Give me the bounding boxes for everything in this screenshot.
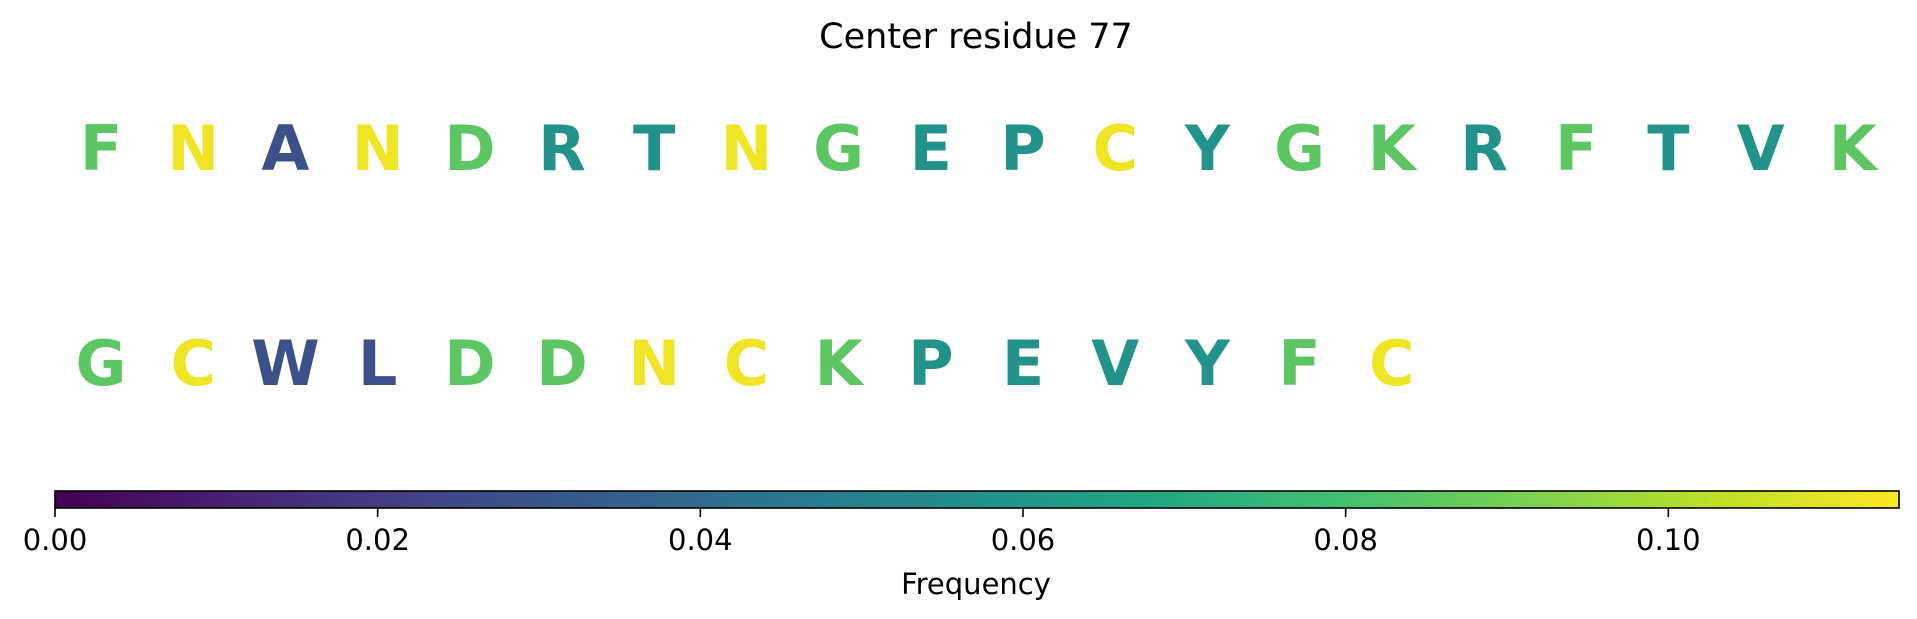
colorbar-ticks: 0.00 0.02 0.04 0.06 0.08 0.10 — [23, 508, 1701, 557]
residue-letter: P — [908, 327, 953, 400]
colorbar-tick-label: 0.10 — [1636, 523, 1701, 557]
residue-letter: C — [1369, 327, 1415, 400]
residue-letter: N — [720, 112, 772, 185]
residue-letter: E — [1002, 327, 1044, 400]
colorbar-tick-label: 0.00 — [23, 523, 88, 557]
residue-letter: N — [167, 112, 219, 185]
residue-letter: A — [261, 112, 309, 185]
residue-letter: R — [538, 112, 586, 185]
chart-title: Center residue 77 — [819, 17, 1133, 57]
residue-letter: N — [352, 112, 404, 185]
residue-letter: K — [1829, 112, 1879, 185]
residue-letter: P — [1000, 112, 1045, 185]
colorbar-tick-label: 0.06 — [991, 523, 1056, 557]
colorbar-tick-label: 0.08 — [1313, 523, 1378, 557]
residue-letter: W — [251, 327, 319, 400]
residue-letter: V — [1091, 327, 1139, 400]
residue-letter: Y — [1184, 112, 1231, 185]
residue-letter: G — [76, 327, 127, 400]
colorbar-border — [54, 490, 1900, 509]
residue-letter: T — [633, 112, 675, 185]
residue-letter: N — [628, 327, 680, 400]
colorbar-tick-label: 0.02 — [345, 523, 410, 557]
residue-letter: C — [724, 327, 770, 400]
residue-letter: D — [536, 327, 587, 400]
residue-letter: E — [910, 112, 952, 185]
residue-letter: T — [1647, 112, 1689, 185]
colorbar: 0.00 0.02 0.04 0.06 0.08 0.10 Frequency — [23, 490, 1900, 601]
residue-letter: F — [1555, 112, 1597, 185]
residue-letter: F — [80, 112, 122, 185]
colorbar-gradient — [55, 491, 1899, 508]
residue-letter: G — [1274, 112, 1325, 185]
residue-letter: C — [1092, 112, 1138, 185]
residue-letter: G — [813, 112, 864, 185]
colorbar-label: Frequency — [901, 567, 1051, 601]
residue-letter: Y — [1184, 327, 1231, 400]
residue-letter: K — [815, 327, 865, 400]
residue-letter: L — [358, 327, 398, 400]
residue-letter: K — [1368, 112, 1418, 185]
colorbar-tick-label: 0.04 — [668, 523, 733, 557]
residue-letter: D — [444, 327, 495, 400]
residue-letter: V — [1737, 112, 1785, 185]
residue-letter: R — [1460, 112, 1508, 185]
residue-letter: F — [1278, 327, 1320, 400]
residue-letter: D — [444, 112, 495, 185]
residue-letter: C — [170, 327, 216, 400]
